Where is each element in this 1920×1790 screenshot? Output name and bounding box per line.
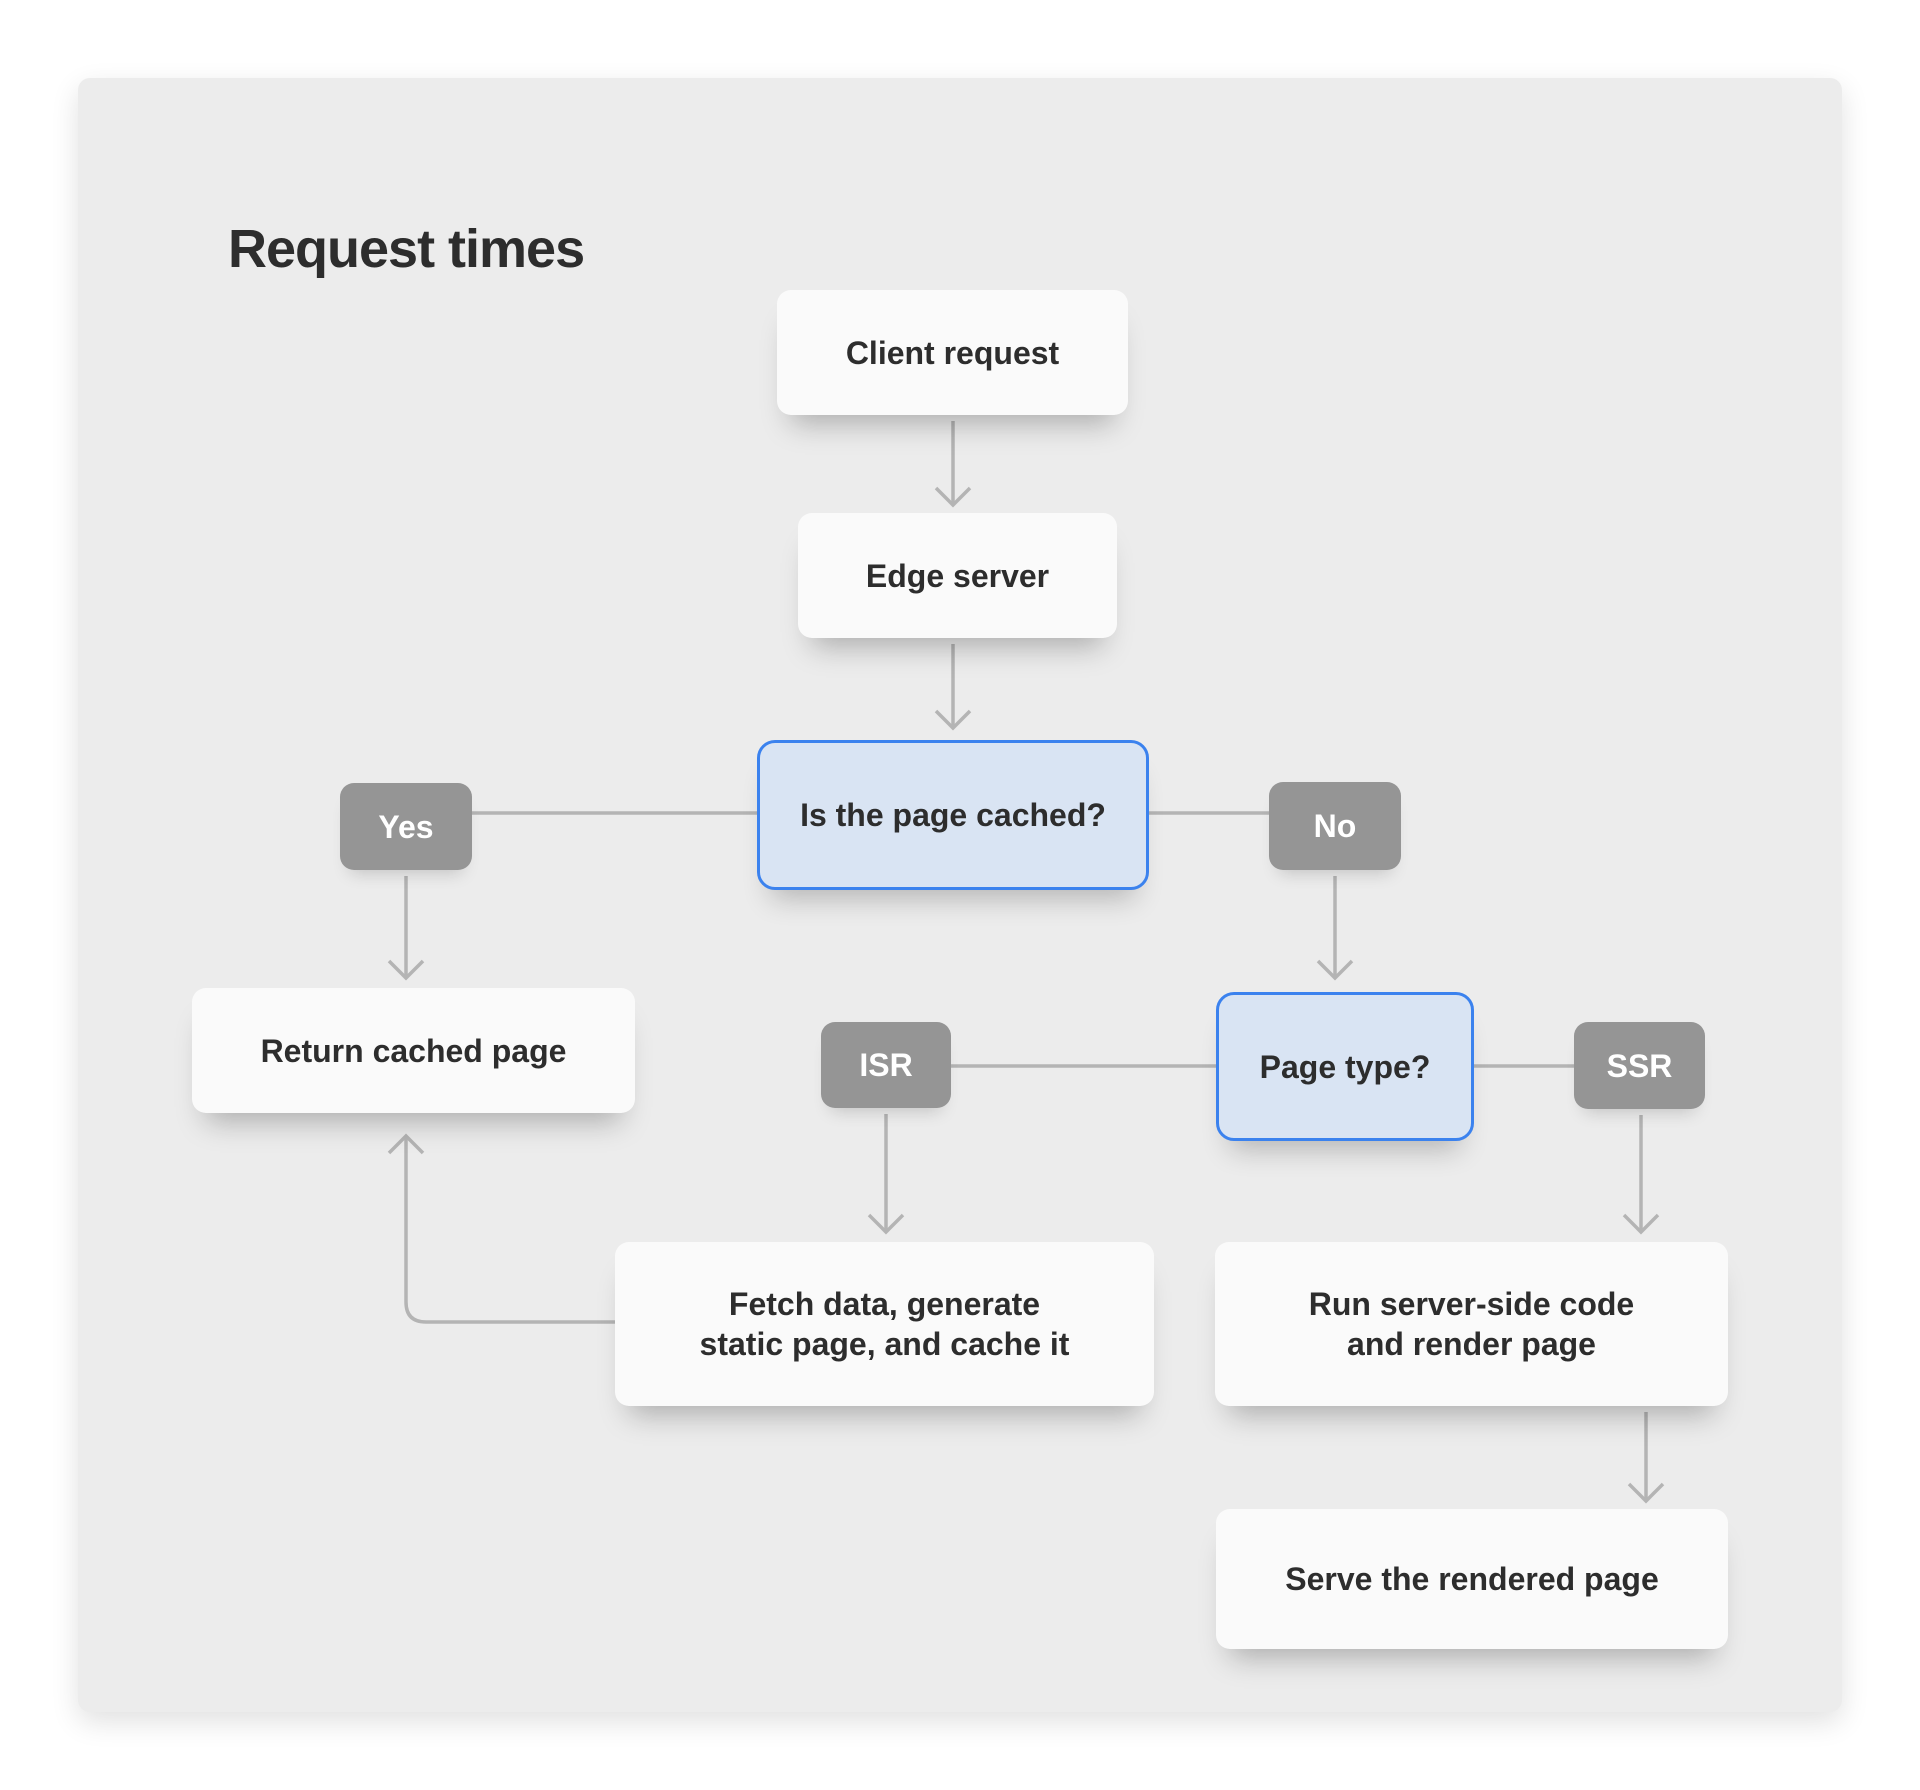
node-page-type: Page type?: [1216, 992, 1474, 1141]
node-label: Return cached page: [260, 1032, 567, 1069]
node-client-request: Client request: [777, 290, 1128, 415]
node-label: Fetch data, generate static page, and ca…: [699, 1286, 1070, 1362]
badge-ssr: SSR: [1574, 1022, 1705, 1109]
node-serve-rendered-page: Serve the rendered page: [1216, 1509, 1728, 1649]
node-return-cached-page: Return cached page: [192, 988, 635, 1113]
node-label: Is the page cached?: [800, 797, 1106, 833]
node-is-page-cached: Is the page cached?: [757, 740, 1149, 890]
badge-label: SSR: [1606, 1047, 1673, 1084]
node-label: Edge server: [865, 557, 1050, 594]
node-label: Serve the rendered page: [1285, 1561, 1659, 1597]
node-fetch-generate-cache: Fetch data, generate static page, and ca…: [615, 1242, 1154, 1406]
badge-label: No: [1313, 808, 1357, 844]
node-run-server-side-code: Run server-side code and render page: [1215, 1242, 1728, 1406]
node-label: Client request: [845, 334, 1060, 371]
node-edge-server: Edge server: [798, 513, 1117, 638]
badge-label: ISR: [859, 1047, 913, 1083]
node-label: Page type?: [1259, 1048, 1431, 1085]
badge-no: No: [1269, 782, 1401, 870]
page-title: Request times: [228, 219, 585, 279]
badge-label: Yes: [378, 808, 434, 845]
node-label: Run server-side code and render page: [1308, 1286, 1635, 1362]
badge-yes: Yes: [340, 783, 472, 870]
badge-isr: ISR: [821, 1022, 951, 1108]
